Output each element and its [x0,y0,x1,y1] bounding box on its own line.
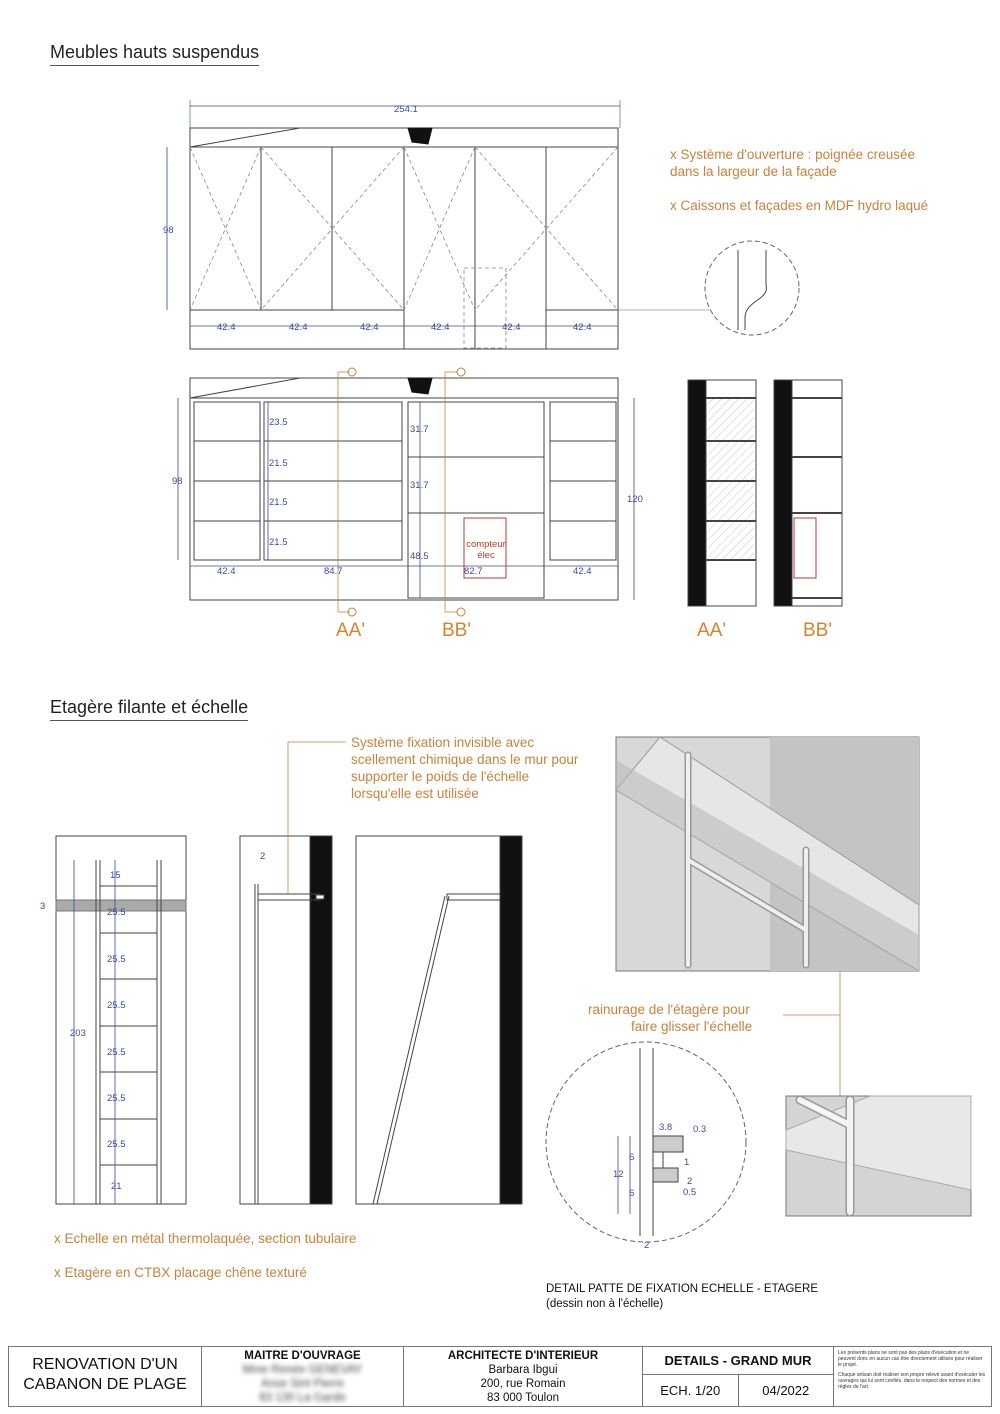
section-bb [773,379,843,607]
dim-interior-height-left: 98 [172,476,183,487]
meter-label-1: compteur [466,539,506,550]
note-opening-line1: x Système d'ouverture : poignée creusée [670,147,915,162]
dim-detail-c2: 6 [629,1188,634,1199]
note-ladder-material: x Echelle en métal thermolaquée, section… [54,1231,357,1246]
dim-ladder-bottom: 21 [111,1181,122,1192]
render-ladder-top [615,736,920,972]
dim-module-2: 42.4 [289,322,308,333]
dim-rung-2: 25.5 [107,954,126,965]
owner-line2: Anse Sint Pierre [260,1378,345,1390]
dim-shelf-b2: 31.7 [410,480,429,491]
architect-city: 83 000 Toulon [486,1392,560,1404]
cabinets-section-title: Meubles hauts suspendus [50,42,260,66]
note-fixing-line2: scellement chimique dans le mur pour [351,752,579,767]
dim-width-b: 82.7 [464,566,483,577]
dim-width-right: 42.4 [573,566,592,577]
cabinet-elevation [166,100,710,350]
dim-detail-g: 0.5 [683,1187,696,1198]
dim-detail-b: 0.3 [693,1124,706,1135]
title-block-architect: ARCHITECTE D'INTERIEUR Barbara Ibgui 200… [403,1346,643,1407]
note-material: x Caissons et façades en MDF hydro laqué [670,198,929,213]
note-fixing-line3: supporter le poids de l'échelle [351,769,530,784]
note-fixing-line1: Système fixation invisible avec [351,735,535,750]
dim-ladder-height: 203 [70,1028,86,1039]
legal-note-1: Les présents plans ne sont pas des plans… [838,1350,983,1368]
architect-heading: ARCHITECTE D'INTERIEUR [447,1350,599,1362]
dim-total-width: 254.1 [394,104,418,115]
title-block-legal: Les présents plans ne sont pas des plans… [833,1346,992,1407]
owner-heading: MAITRE D'OUVRAGE [244,1350,361,1362]
dim-shelf-thickness: 3 [40,901,45,912]
dim-module-6: 42.4 [573,322,592,333]
dim-module-5: 42.4 [502,322,521,333]
dim-detail-d: 12 [613,1169,624,1180]
shelf-section-title: Etagère filante et échelle [50,697,249,721]
architect-name: Barbara Ibgui [488,1364,558,1376]
section-tag-bb-left: BB' [442,620,471,641]
section-tag-aa-right: AA' [697,620,726,641]
note-groove-line1: rainurage de l'étagère pour [588,1002,750,1017]
dim-width-left: 42.4 [217,566,236,577]
sheet-scale: ECH. 1/20 [643,1375,739,1407]
ladder-side-stored [239,741,346,1205]
dim-shelf-b1: 31.7 [410,424,429,435]
dim-ladder-top: 15 [110,870,121,881]
ladder-elevation [55,835,187,1205]
note-groove-line2: faire glisser l'échelle [631,1019,753,1034]
project-line1: RENOVATION D'UN [32,1356,178,1373]
dim-ladder-offset: 2 [260,851,265,862]
dim-rung-4: 25.5 [107,1047,126,1058]
handle-detail [704,240,800,336]
section-aa [687,379,757,607]
dim-detail-a: 3.8 [659,1122,672,1133]
dim-shelf-b3: 48.5 [410,551,429,562]
note-opening-line2: dans la largeur de la façade [670,164,837,179]
detail-caption-line1: DETAIL PATTE DE FIXATION ECHELLE - ETAGE… [546,1283,819,1295]
dim-module-1: 42.4 [217,322,236,333]
sheet-date: 04/2022 [762,1383,810,1398]
dim-rung-5: 25.5 [107,1093,126,1104]
section-tag-aa-left: AA' [336,620,365,641]
project-line2: CABANON DE PLAGE [23,1376,187,1393]
note-shelf-material: x Etagère en CTBX placage chêne texturé [54,1265,307,1280]
dim-interior-height-right: 120 [627,494,643,505]
dim-module-4: 42.4 [431,322,450,333]
title-block-owner: MAITRE D'OUVRAGE Mme Renée GENEVAY Anse … [201,1346,404,1407]
meter-label-2: élec [477,550,495,561]
dim-elevation-height: 98 [163,225,174,236]
note-fixing-line4: lorsqu'elle est utilisée [351,786,479,801]
detail-caption-line2: (dessin non à l'échelle) [546,1298,664,1310]
section-tag-bb-right: BB' [803,620,832,641]
legal-note-2: Chaque artisan doit réaliser son propre … [838,1372,986,1390]
owner-line3: 83 130 La Garde [259,1392,346,1404]
dim-detail-f: 2 [687,1176,692,1187]
title-block-project: RENOVATION D'UN CABANON DE PLAGE [8,1346,202,1407]
cabinet-interior [177,367,635,617]
title-block-sheet: DETAILS - GRAND MUR ECH. 1/20 04/2022 [642,1346,834,1407]
dim-shelf-top: 23.5 [269,417,288,428]
dim-rung-1: 25.5 [107,907,126,918]
dim-width-a: 84.7 [324,566,343,577]
dim-module-3: 42.4 [360,322,379,333]
dim-rung-6: 25.5 [107,1139,126,1150]
dim-detail-e: 1 [684,1157,689,1168]
owner-line1: Mme Renée GENEVAY [242,1364,363,1376]
dim-shelf-4: 21.5 [269,537,288,548]
dim-shelf-3: 21.5 [269,497,288,508]
architect-street: 200, rue Romain [480,1378,566,1390]
fixing-detail [545,940,841,1243]
dim-detail-c1: 6 [629,1152,634,1163]
ladder-side-leaning [355,835,523,1205]
dim-detail-h: 2 [644,1240,649,1251]
sheet-title: DETAILS - GRAND MUR [643,1347,833,1375]
dim-shelf-2: 21.5 [269,458,288,469]
dim-rung-3: 25.5 [107,1000,126,1011]
render-ladder-hook [785,1095,972,1217]
